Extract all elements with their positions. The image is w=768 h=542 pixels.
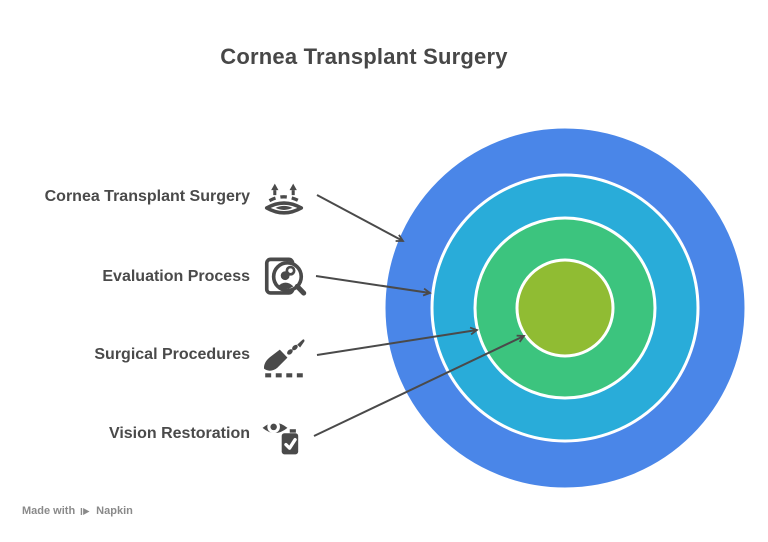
ring-vision-restoration (515, 258, 615, 358)
made-with-napkin-link[interactable]: Made with Napkin (22, 505, 133, 517)
arrow-vision-restoration (313, 334, 526, 437)
page-title: Cornea Transplant Surgery (220, 44, 508, 69)
legend-item-evaluation-process: Evaluation Process (102, 253, 307, 301)
legend-label: Vision Restoration (108, 425, 250, 442)
arrow-cornea-transplant-surgery (316, 194, 405, 242)
connector-arrows (313, 194, 526, 437)
watermark-prefix: Made with (22, 505, 76, 517)
arrow-surgical-procedures (316, 326, 479, 356)
legend-item-vision-restoration: Vision Restoration (109, 410, 307, 458)
legend-item-surgical-procedures: Surgical Procedures (94, 331, 307, 379)
napkin-logo-icon (80, 507, 90, 515)
watermark-brand: Napkin (96, 505, 133, 517)
legend-label: Cornea Transplant Surgery (44, 188, 250, 205)
arrow-evaluation-process (315, 275, 432, 297)
legend-label: Evaluation Process (102, 268, 250, 285)
legend-label: Surgical Procedures (94, 346, 250, 363)
scalpel-icon (261, 332, 307, 378)
vision-check-icon (261, 411, 307, 457)
eye-transplant-icon (261, 174, 307, 220)
legend-item-cornea-transplant-surgery: Cornea Transplant Surgery (45, 173, 307, 221)
evaluation-search-icon (261, 254, 307, 300)
